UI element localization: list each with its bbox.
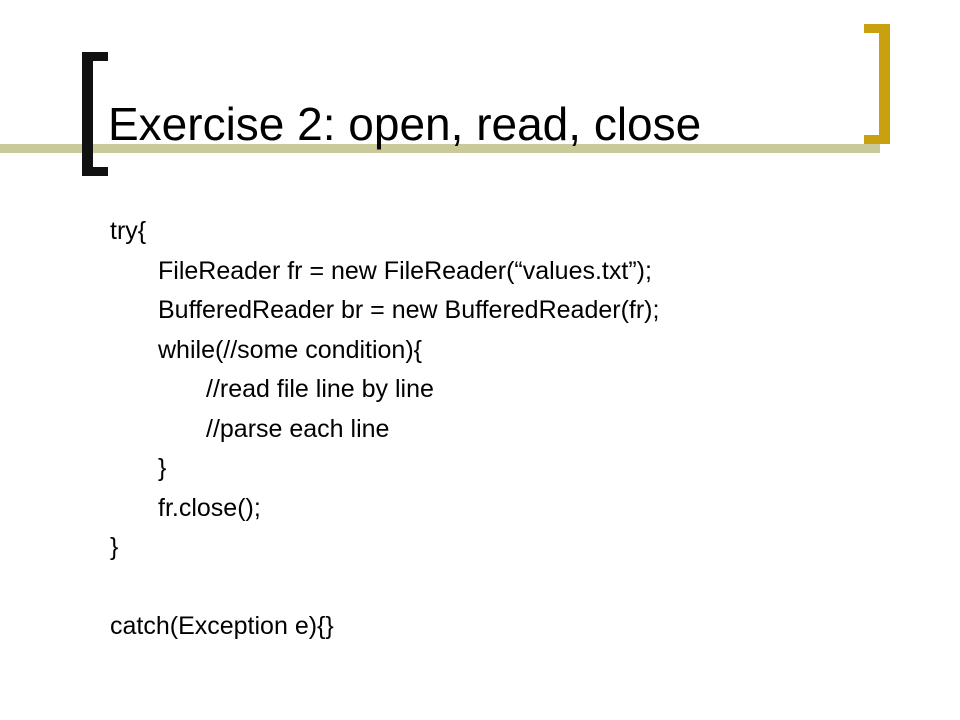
code-line: BufferedReader br = new BufferedReader(f… bbox=[158, 296, 660, 324]
code-line: try{ bbox=[110, 217, 147, 245]
code-line: //read file line by line bbox=[206, 375, 434, 403]
slide-title: Exercise 2: open, read, close bbox=[108, 98, 702, 150]
code-block: try{ FileReader fr = new FileReader(“val… bbox=[110, 212, 659, 647]
code-line: catch(Exception e){} bbox=[110, 612, 334, 640]
title-accent-line bbox=[0, 144, 880, 153]
code-line-blank bbox=[110, 568, 659, 608]
left-bracket-decoration bbox=[82, 52, 108, 176]
code-line: FileReader fr = new FileReader(“values.t… bbox=[158, 256, 652, 285]
code-line: while(//some condition){ bbox=[158, 335, 423, 364]
code-line: } bbox=[110, 533, 119, 561]
right-bracket-decoration bbox=[864, 24, 890, 144]
code-line: fr.close(); bbox=[158, 493, 261, 522]
code-line: } bbox=[158, 454, 167, 482]
code-line: //parse each line bbox=[206, 414, 390, 443]
